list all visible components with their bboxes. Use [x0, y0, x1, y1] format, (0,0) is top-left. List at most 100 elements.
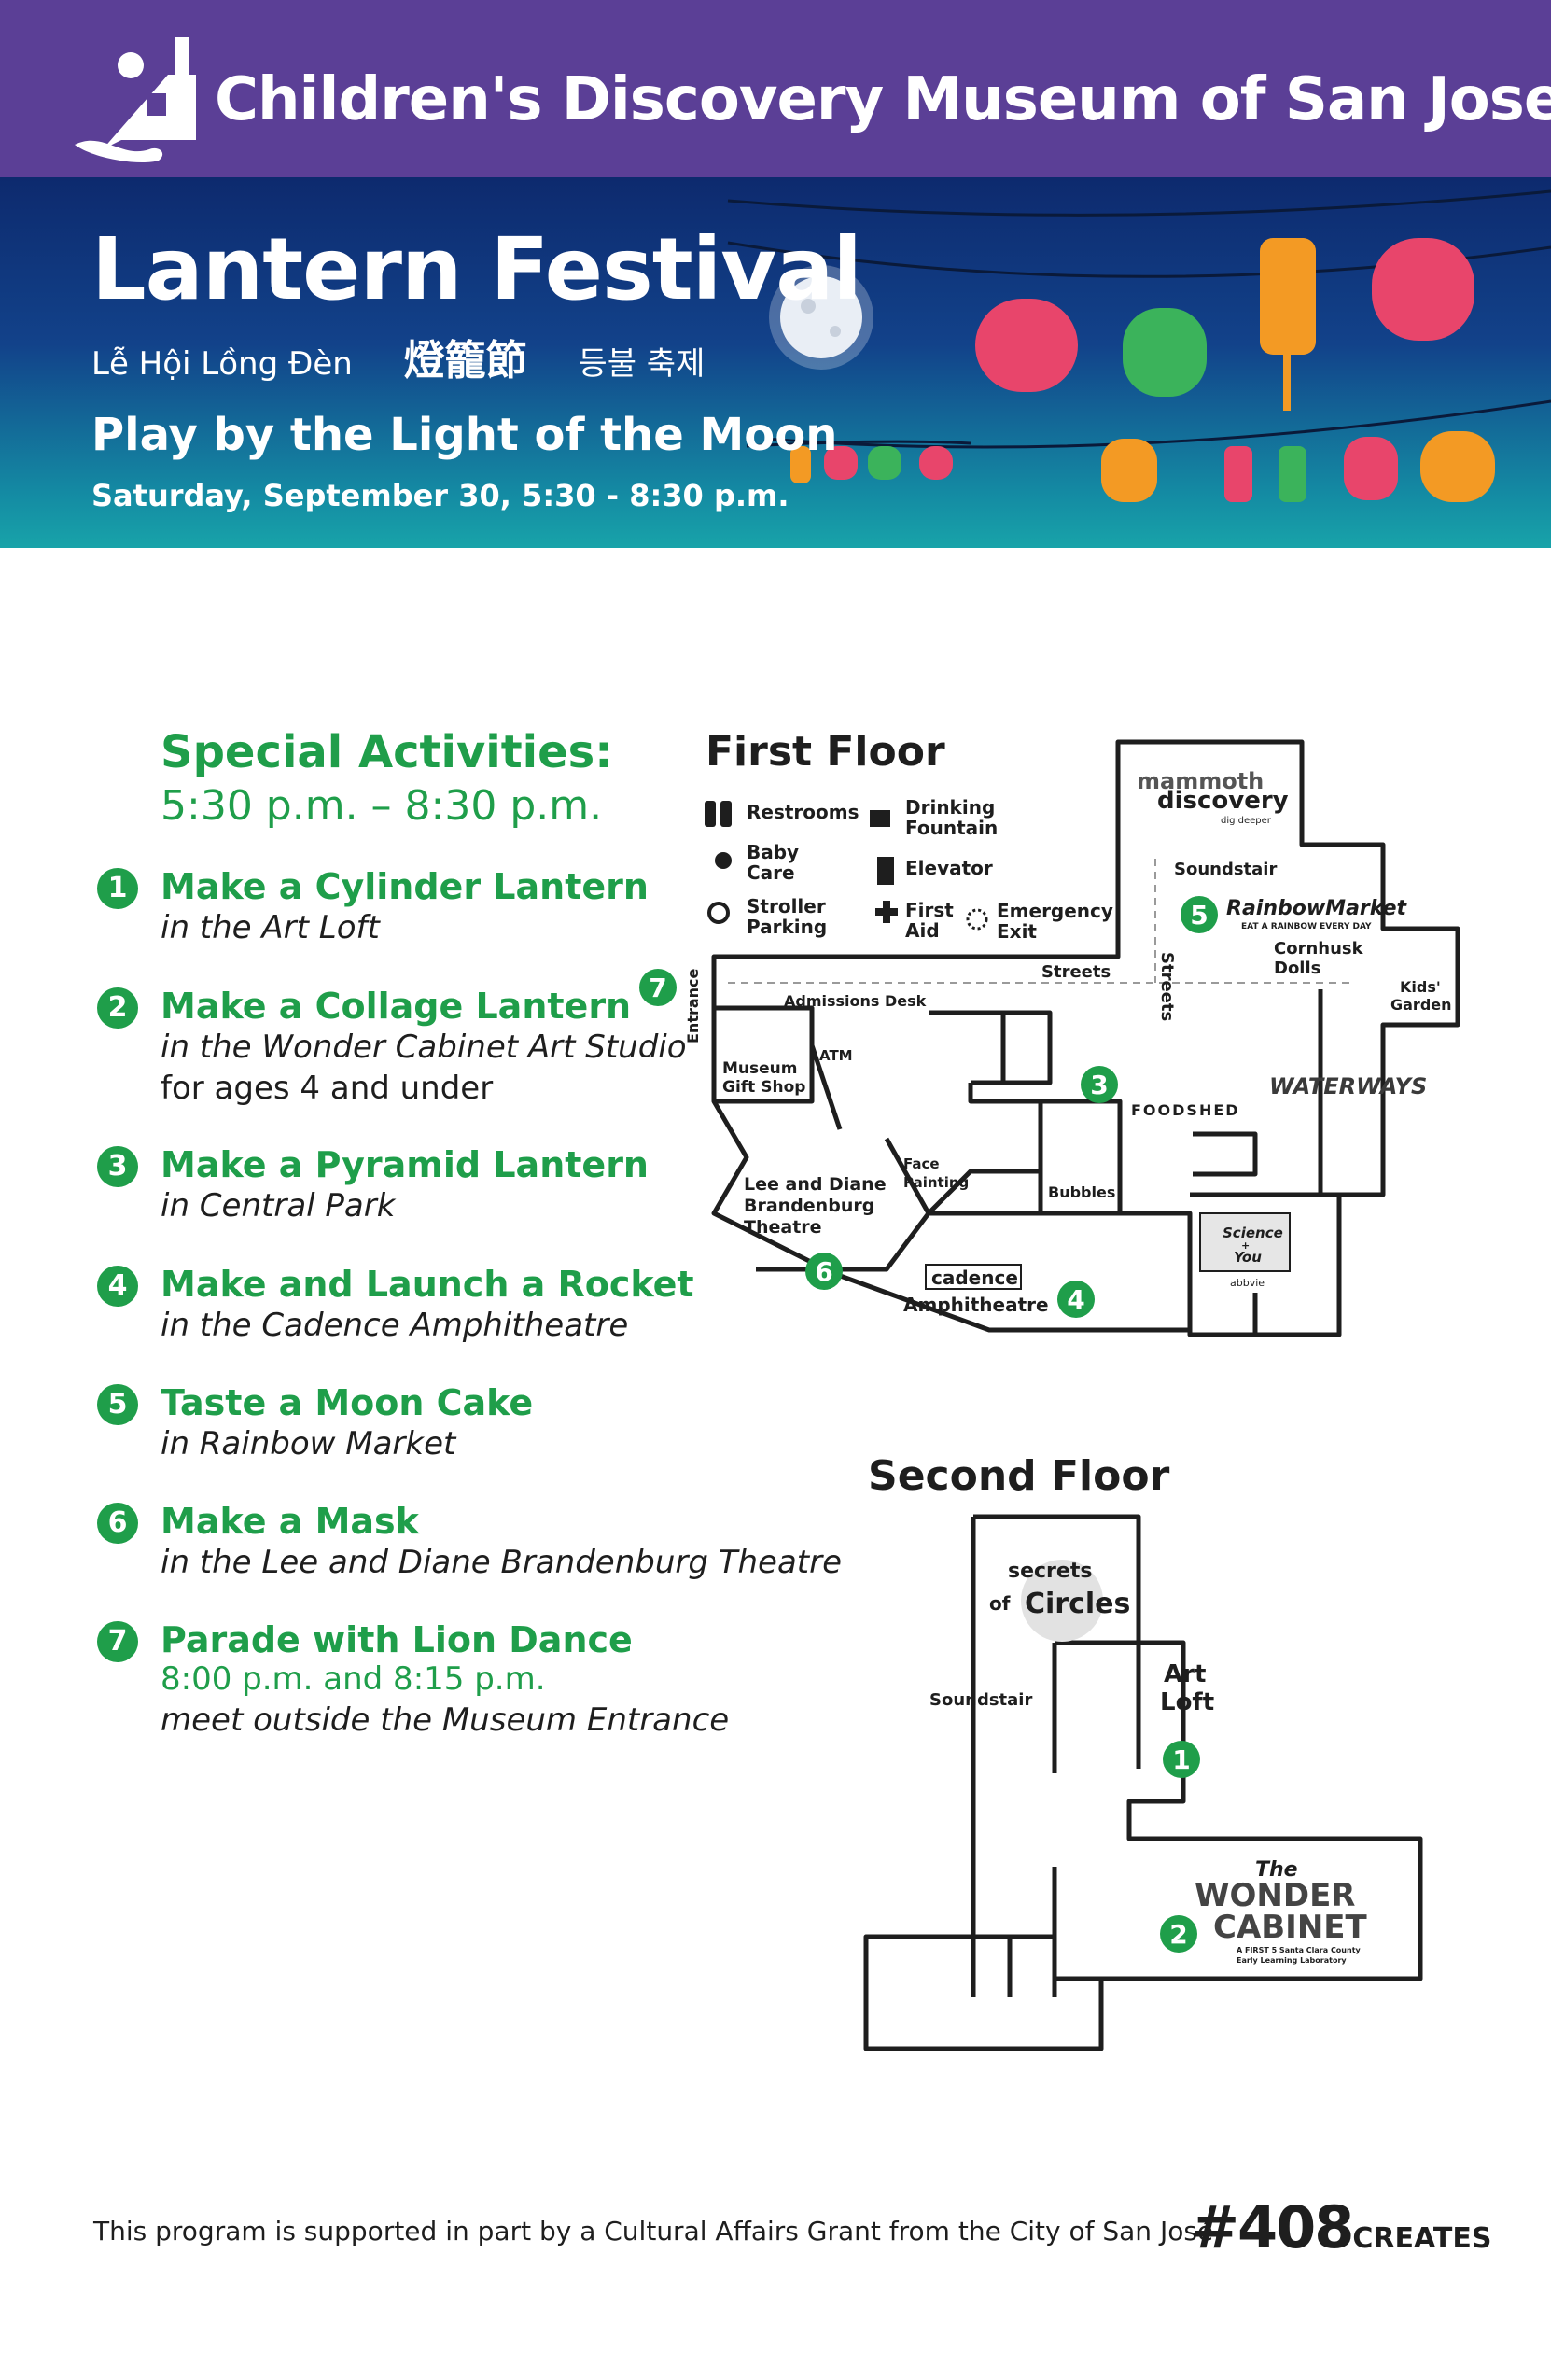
svg-text:Lee and Diane: Lee and Diane: [744, 1174, 887, 1195]
activity-location: in Central Park: [161, 1187, 396, 1225]
svg-text:RainbowMarket: RainbowMarket: [1226, 897, 1408, 920]
festival-tagline: Play by the Light of the Moon: [91, 409, 838, 461]
activity-location: in the Cadence Amphitheatre: [161, 1307, 629, 1344]
svg-text:4: 4: [1067, 1284, 1084, 1315]
activities-time: 5:30 p.m. – 8:30 p.m.: [161, 782, 603, 830]
svg-text:dig deeper: dig deeper: [1221, 816, 1272, 826]
second-floor-title: Second Floor: [868, 1452, 1170, 1500]
activity-note: for ages 4 and under: [161, 1070, 494, 1107]
svg-text:3: 3: [1090, 1070, 1108, 1100]
activity-number: 1: [97, 868, 138, 909]
header-band: [0, 0, 1551, 177]
svg-text:Art: Art: [1164, 1660, 1206, 1688]
activity-time: 8:00 p.m. and 8:15 p.m.: [161, 1660, 546, 1698]
svg-text:Bubbles: Bubbles: [1048, 1183, 1115, 1201]
svg-text:Painting: Painting: [903, 1174, 969, 1191]
activity-title: Make and Launch a Rocket: [161, 1264, 694, 1305]
svg-text:Dolls: Dolls: [1274, 959, 1320, 978]
svg-text:Science: Science: [1223, 1225, 1283, 1241]
svg-text:Amphitheatre: Amphitheatre: [903, 1294, 1049, 1316]
svg-text:Fountain: Fountain: [905, 817, 998, 839]
svg-text:Streets: Streets: [1041, 962, 1111, 982]
408creates-logo: #408CREATES: [1191, 2193, 1491, 2261]
svg-text:mammoth: mammoth: [1137, 768, 1264, 794]
svg-text:of: of: [989, 1592, 1011, 1615]
svg-text:7: 7: [649, 973, 666, 1003]
svg-text:secrets: secrets: [1008, 1560, 1092, 1583]
svg-text:Soundstair: Soundstair: [1174, 860, 1277, 879]
svg-text:Cornhusk: Cornhusk: [1274, 939, 1364, 959]
activity-location: in Rainbow Market: [161, 1425, 456, 1463]
svg-text:CABINET: CABINET: [1213, 1909, 1368, 1946]
svg-text:Face: Face: [903, 1155, 940, 1172]
svg-text:Restrooms: Restrooms: [747, 801, 859, 823]
activity-title: Make a Mask: [161, 1501, 419, 1542]
svg-text:2: 2: [1169, 1919, 1187, 1950]
activity-number: 7: [97, 1621, 138, 1662]
svg-text:EAT A RAINBOW EVERY DAY: EAT A RAINBOW EVERY DAY: [1241, 922, 1372, 931]
svg-text:The: The: [1255, 1858, 1298, 1882]
activity-number: 5: [97, 1384, 138, 1425]
legend-icons: [705, 801, 988, 931]
footer-note: This program is supported in part by a C…: [93, 2216, 1223, 2247]
svg-text:Exit: Exit: [997, 920, 1037, 943]
svg-text:Streets: Streets: [1157, 952, 1177, 1021]
svg-text:Care: Care: [747, 861, 795, 884]
svg-text:6: 6: [815, 1256, 832, 1287]
activity-location: meet outside the Museum Entrance: [161, 1701, 730, 1739]
svg-text:Soundstair: Soundstair: [929, 1690, 1032, 1710]
title-korean: 등불 축제: [578, 345, 706, 383]
svg-text:1: 1: [1172, 1744, 1190, 1775]
svg-text:Entrance: Entrance: [684, 968, 702, 1043]
festival-date: Saturday, September 30, 5:30 - 8:30 p.m.: [91, 478, 789, 513]
first-floor-map: Restrooms Drinking Fountain Baby Care El…: [639, 739, 1460, 1337]
lantern-decoration-icon: [727, 189, 1551, 502]
svg-text:Parking: Parking: [747, 916, 827, 938]
title-vietnamese: Lễ Hội Lồng Đèn: [91, 345, 353, 383]
activity-title: Make a Pyramid Lantern: [161, 1144, 649, 1185]
activity-title: Make a Cylinder Lantern: [161, 866, 649, 907]
svg-text:First: First: [905, 899, 954, 921]
activity-title: Parade with Lion Dance: [161, 1619, 633, 1660]
activity-location: in the Wonder Cabinet Art Studio: [161, 1029, 687, 1066]
svg-text:ATM: ATM: [819, 1047, 853, 1064]
activities-heading: Special Activities:: [161, 726, 613, 778]
svg-text:discovery: discovery: [1157, 787, 1289, 815]
svg-text:Emergency: Emergency: [997, 900, 1113, 922]
first-floor-title: First Floor: [706, 728, 945, 776]
svg-text:Early Learning Laboratory: Early Learning Laboratory: [1237, 1956, 1347, 1965]
activity-location: in the Art Loft: [161, 909, 380, 946]
svg-text:Kids': Kids': [1400, 978, 1441, 996]
activity-number: 6: [97, 1503, 138, 1544]
svg-text:A FIRST 5 Santa Clara County: A FIRST 5 Santa Clara County: [1237, 1946, 1362, 1954]
activity-title: Make a Collage Lantern: [161, 986, 632, 1027]
svg-text:Gift Shop: Gift Shop: [722, 1078, 805, 1097]
svg-text:Admissions Desk: Admissions Desk: [784, 992, 927, 1010]
activity-number: 3: [97, 1146, 138, 1187]
svg-text:Loft: Loft: [1160, 1688, 1214, 1716]
svg-text:WONDER: WONDER: [1195, 1877, 1356, 1914]
svg-text:You: You: [1234, 1249, 1262, 1266]
footer-tag-small: CREATES: [1352, 2222, 1492, 2255]
svg-text:FOODSHED: FOODSHED: [1131, 1101, 1240, 1119]
svg-text:Brandenburg: Brandenburg: [744, 1196, 874, 1216]
svg-text:Garden: Garden: [1390, 996, 1452, 1014]
svg-text:+: +: [1241, 1239, 1250, 1252]
svg-text:Circles: Circles: [1025, 1588, 1130, 1620]
festival-title: Lantern Festival: [91, 219, 862, 319]
svg-text:Theatre: Theatre: [744, 1217, 822, 1238]
svg-text:abbvie: abbvie: [1230, 1277, 1265, 1289]
activity-number: 4: [97, 1266, 138, 1307]
svg-text:Baby: Baby: [747, 841, 799, 863]
svg-text:Elevator: Elevator: [905, 857, 993, 879]
second-floor-map: secrets of Circles Soundstair Art Loft T…: [863, 1514, 1423, 2051]
svg-text:Stroller: Stroller: [747, 895, 826, 917]
svg-text:Drinking: Drinking: [905, 796, 995, 819]
activity-location: in the Lee and Diane Brandenburg Theatre: [161, 1544, 843, 1581]
svg-text:cadence: cadence: [931, 1267, 1018, 1289]
activity-number: 2: [97, 987, 138, 1029]
museum-logo-icon: [75, 37, 196, 163]
title-chinese: 燈籠節: [403, 337, 527, 385]
activity-title: Taste a Moon Cake: [161, 1382, 534, 1423]
svg-text:Aid: Aid: [905, 919, 940, 942]
